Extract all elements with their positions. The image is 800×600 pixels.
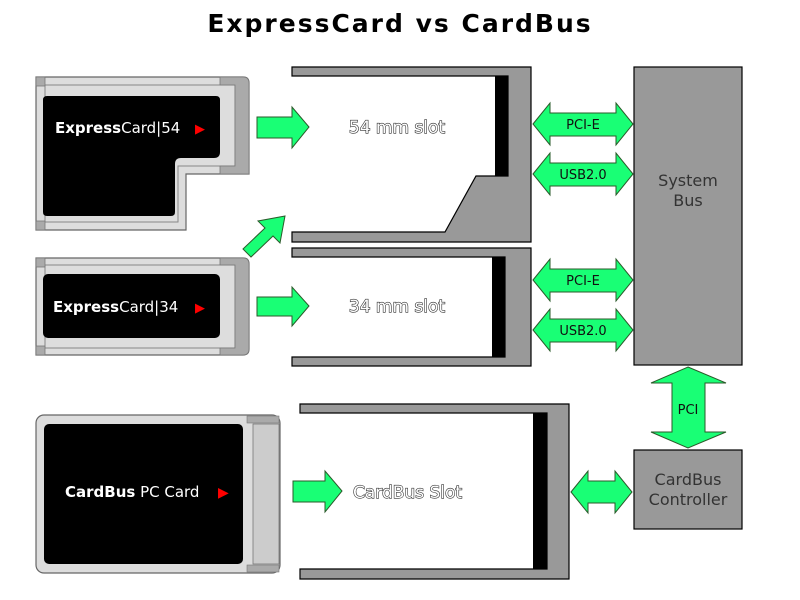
insert-arrow-cardbus bbox=[292, 469, 343, 514]
cardbus-controller: CardBus Controller bbox=[633, 449, 743, 530]
marker-triangle-icon: ▶ bbox=[195, 301, 205, 316]
expresscard-34: ExpressCard|34 ▶ bbox=[35, 257, 250, 356]
cardbus-pc-card: CardBus PC Card ▶ bbox=[35, 414, 281, 574]
svg-text:PCI: PCI bbox=[678, 403, 699, 418]
system-bus-label-line1: System bbox=[658, 171, 718, 190]
expresscard-54-label: ExpressCard|54 bbox=[55, 119, 180, 137]
diagram-title: ExpressCard vs CardBus bbox=[207, 9, 592, 38]
insert-arrow-34 bbox=[256, 285, 310, 328]
marker-triangle-icon: ▶ bbox=[195, 122, 205, 137]
cardbus-card-label: CardBus PC Card bbox=[65, 483, 199, 501]
insert-arrow-54 bbox=[256, 105, 310, 150]
slot-34mm: 34 mm slot bbox=[291, 247, 532, 367]
svg-text:PCI-E: PCI-E bbox=[566, 118, 600, 133]
expresscard-34-label: ExpressCard|34 bbox=[53, 298, 178, 316]
svg-text:USB2.0: USB2.0 bbox=[559, 324, 606, 339]
expresscard-54: ExpressCard|54 ▶ bbox=[35, 76, 250, 231]
system-bus-label-line2: Bus bbox=[673, 191, 702, 210]
slot-cardbus-label: CardBus Slot bbox=[353, 483, 462, 503]
slot-cardbus: CardBus Slot bbox=[299, 403, 570, 580]
link-pci: PCI bbox=[650, 366, 727, 449]
insert-arrow-34-into-54 bbox=[242, 215, 286, 258]
slot-54mm-label: 54 mm slot bbox=[349, 118, 446, 138]
svg-text:PCI-E: PCI-E bbox=[566, 274, 600, 289]
system-bus: System Bus bbox=[633, 66, 743, 366]
svg-text:USB2.0: USB2.0 bbox=[559, 168, 606, 183]
link-cardbus-slot-controller bbox=[570, 469, 633, 515]
link-34-usb: USB2.0 bbox=[532, 307, 634, 353]
slot-34mm-label: 34 mm slot bbox=[349, 297, 446, 317]
link-34-pcie: PCI-E bbox=[532, 257, 634, 303]
slot-54mm: 54 mm slot bbox=[291, 66, 532, 243]
controller-label-line1: CardBus bbox=[655, 470, 722, 489]
link-54-usb: USB2.0 bbox=[532, 151, 634, 197]
marker-triangle-icon: ▶ bbox=[218, 485, 229, 501]
link-54-pcie: PCI-E bbox=[532, 101, 634, 147]
controller-label-line2: Controller bbox=[649, 490, 728, 509]
